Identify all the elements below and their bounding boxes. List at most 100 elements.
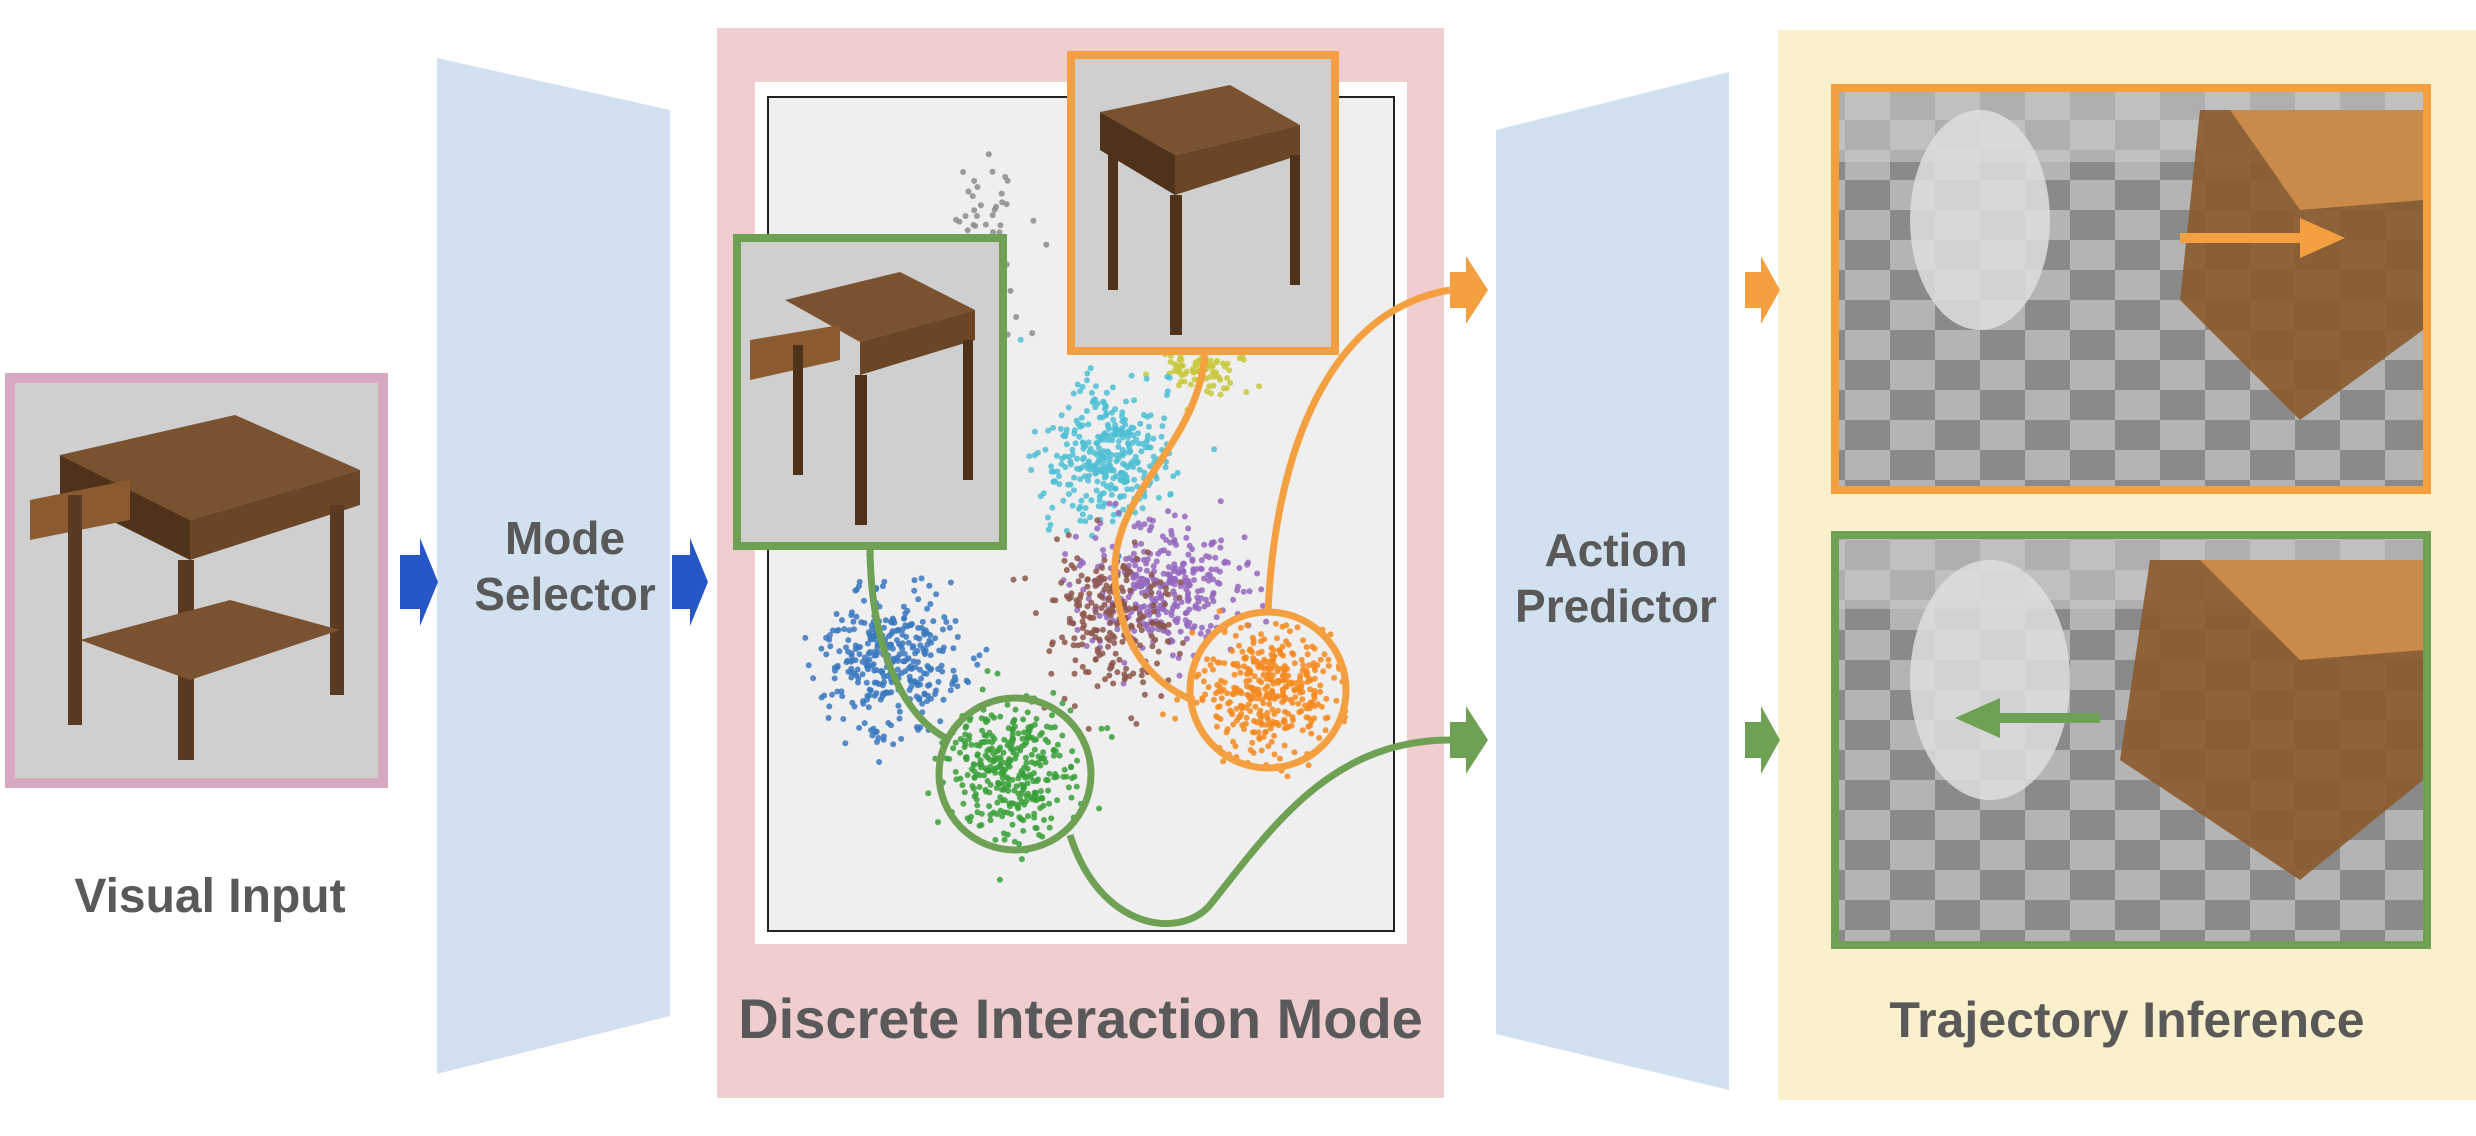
green-point	[1074, 757, 1081, 764]
purple-point	[1184, 595, 1191, 602]
blue-point	[848, 665, 855, 672]
blue-point	[854, 666, 861, 673]
brown-point	[1107, 619, 1114, 626]
orange-point	[1276, 755, 1283, 762]
orange-point	[1264, 710, 1271, 716]
mode-selector-label: Mode Selector	[437, 510, 693, 622]
blue-point	[917, 681, 924, 688]
orange-point	[1260, 733, 1267, 740]
green-point	[994, 670, 1001, 677]
brown-point	[1063, 593, 1070, 600]
cyan-point	[1071, 430, 1078, 437]
orange-point	[1300, 662, 1307, 669]
cyan-point	[1044, 514, 1051, 521]
brown-point	[1071, 703, 1078, 710]
cyan-point	[1124, 440, 1131, 446]
cyan-point	[1069, 502, 1076, 509]
brown-point	[1110, 602, 1117, 609]
brown-point	[1105, 643, 1111, 650]
orange-arrow-in	[1450, 256, 1488, 324]
green-point	[999, 786, 1005, 793]
orange-point	[1159, 711, 1166, 718]
purple-point	[1203, 553, 1210, 560]
blue-point	[866, 692, 873, 699]
green-point	[986, 803, 993, 810]
green-point	[988, 712, 995, 719]
purple-point	[1175, 570, 1182, 576]
cyan-point	[1129, 439, 1136, 446]
purple-point	[1158, 548, 1164, 554]
green-point	[1048, 815, 1055, 822]
cyan-point	[1062, 464, 1069, 471]
orange-point	[1233, 705, 1240, 712]
orange-point	[1223, 729, 1230, 736]
green-arrow-in	[1450, 706, 1488, 774]
cyan-point	[1057, 425, 1064, 432]
green-point	[992, 769, 999, 776]
orange-point	[1230, 661, 1237, 668]
gray-point	[970, 221, 977, 228]
blue-point	[902, 622, 909, 629]
blue-point	[818, 645, 825, 652]
cyan-point	[1109, 384, 1116, 391]
brown-point	[1131, 605, 1138, 612]
green-point	[1069, 775, 1075, 782]
blue-point	[952, 677, 959, 683]
cyan-point	[1110, 416, 1117, 423]
orange-point	[1242, 704, 1249, 711]
green-point	[1018, 816, 1025, 822]
cyan-point	[1141, 493, 1148, 500]
cyan-point	[1049, 504, 1056, 511]
blue-point	[890, 617, 897, 624]
cyan-point	[1108, 491, 1115, 498]
purple-point	[1135, 520, 1142, 527]
orange-point	[1232, 743, 1239, 750]
green-point	[984, 747, 991, 754]
orange-point	[1266, 721, 1273, 728]
orange-point	[1298, 708, 1305, 714]
green-point	[1035, 759, 1042, 766]
orange-point	[1237, 669, 1244, 676]
orange-point	[1322, 715, 1329, 722]
gray-point	[996, 229, 1003, 236]
cyan-point	[1115, 438, 1122, 445]
cyan-point	[1099, 414, 1106, 421]
purple-point	[1240, 588, 1247, 595]
green-point	[965, 736, 972, 743]
purple-point	[1210, 598, 1217, 605]
cyan-point	[1167, 491, 1174, 497]
orange-point	[1193, 699, 1200, 706]
orange-point	[1195, 671, 1202, 678]
orange-point	[1295, 700, 1302, 707]
blue-point	[919, 700, 926, 707]
brown-point	[1133, 720, 1140, 727]
purple-point	[1160, 570, 1167, 577]
green-point	[935, 819, 941, 826]
brown-point	[1079, 625, 1086, 632]
blue-point	[834, 662, 841, 669]
green-point	[997, 754, 1004, 761]
yellow-point	[1210, 382, 1217, 389]
brown-point	[1099, 626, 1106, 633]
mode-selector-line2: Selector	[474, 568, 656, 621]
blue-point	[818, 694, 825, 701]
blue-point	[906, 687, 913, 693]
orange-point	[1331, 674, 1338, 681]
cyan-point	[1130, 425, 1137, 431]
green-point	[1023, 773, 1029, 780]
blue-point	[894, 666, 901, 673]
gray-point	[999, 199, 1006, 206]
brown-point	[1111, 634, 1118, 641]
green-point	[1028, 751, 1035, 758]
gray-point	[1004, 177, 1011, 184]
orange-point	[1218, 688, 1225, 695]
green-point	[1039, 795, 1046, 802]
green-point	[1096, 805, 1103, 812]
orange-point	[1267, 695, 1273, 702]
cyan-point	[1123, 398, 1129, 405]
purple-point	[1236, 565, 1243, 571]
cyan-point	[1103, 389, 1110, 396]
cyan-point	[1117, 451, 1124, 458]
orange-point	[1202, 691, 1209, 698]
orange-point	[1241, 655, 1248, 662]
